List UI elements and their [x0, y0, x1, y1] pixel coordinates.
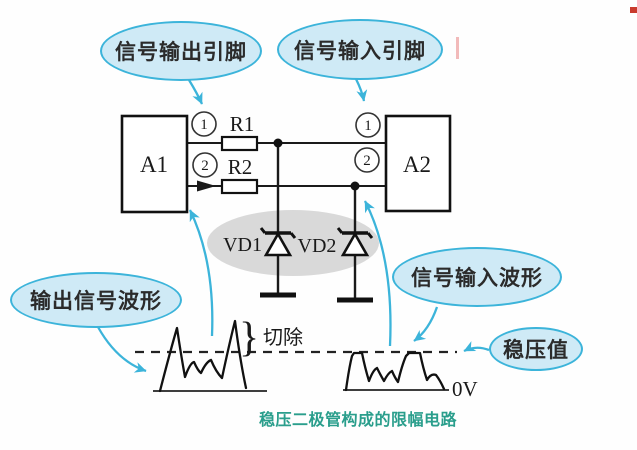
zener-diode-vd1-icon: [259, 227, 297, 257]
block-a2-label: A2: [403, 152, 431, 177]
bubble-signal-output-pin: 信号输出引脚: [100, 21, 262, 81]
zener-diode-vd2-icon: [336, 227, 374, 257]
red-corner-mark: [630, 7, 637, 13]
block-a2: [384, 114, 452, 213]
arrow-waveform-to-a2-junction: [363, 200, 392, 347]
arrow-output-pin-to-a1: [188, 79, 204, 105]
arrow-bubble-to-input-waveform: [413, 306, 439, 342]
block-a1-label: A1: [140, 152, 168, 177]
block-a1: [120, 114, 189, 214]
a2-pin2-number: 2: [363, 153, 371, 169]
diode-vd2-label: VD2: [298, 235, 337, 257]
bubble-output-signal-waveform-label: 输出信号波形: [30, 290, 162, 313]
bubble-signal-input-pin: 信号输入引脚: [277, 19, 443, 80]
diode-vd1-label: VD1: [223, 234, 262, 256]
bubble-signal-output-pin-label: 信号输出引脚: [115, 41, 247, 64]
output-waveform-trace: [158, 319, 248, 393]
diode-highlight-ellipse: [207, 210, 379, 276]
cut-label: 切除: [263, 326, 303, 349]
input-waveform-trace: [344, 351, 446, 392]
bubble-output-signal-waveform: 输出信号波形: [10, 272, 182, 328]
resistor-r1-label: R1: [230, 112, 255, 136]
bubble-regulated-value: 稳压值: [489, 327, 583, 371]
cut-brace: }: [239, 315, 259, 361]
diagram-caption: 稳压二极管构成的限幅电路: [258, 412, 457, 429]
arrow-regulated-value-to-line: [463, 341, 490, 353]
a2-pin1-number: 1: [364, 118, 372, 134]
a1-pin1-circle: [191, 111, 217, 137]
red-faint-mark: [456, 37, 459, 59]
arrow-waveform-to-a1: [188, 209, 214, 337]
resistor-r2-label: R2: [228, 155, 253, 179]
arrow-bubble-to-output-waveform: [96, 326, 147, 373]
junction-dot-bottom: [350, 181, 360, 191]
a2-pin2-circle: [354, 147, 380, 173]
a2-pin1-circle: [355, 112, 381, 138]
bubble-signal-input-pin-label: 信号输入引脚: [294, 39, 426, 63]
bubble-signal-input-waveform-label: 信号输入波形: [411, 267, 543, 290]
junction-dot-top: [273, 138, 283, 148]
signal-direction-arrow-icon: [197, 180, 216, 192]
resistor-r2: [220, 178, 259, 195]
arrow-input-pin-to-a2: [354, 78, 368, 102]
zero-volt-label: 0V: [452, 377, 478, 401]
resistor-r1: [220, 135, 259, 152]
a1-pin2-circle: [192, 152, 218, 178]
a1-pin1-number: 1: [200, 117, 208, 133]
bubble-regulated-value-label: 稳压值: [503, 339, 569, 362]
a1-pin2-number: 2: [201, 158, 209, 174]
bubble-signal-input-waveform: 信号输入波形: [392, 247, 562, 307]
